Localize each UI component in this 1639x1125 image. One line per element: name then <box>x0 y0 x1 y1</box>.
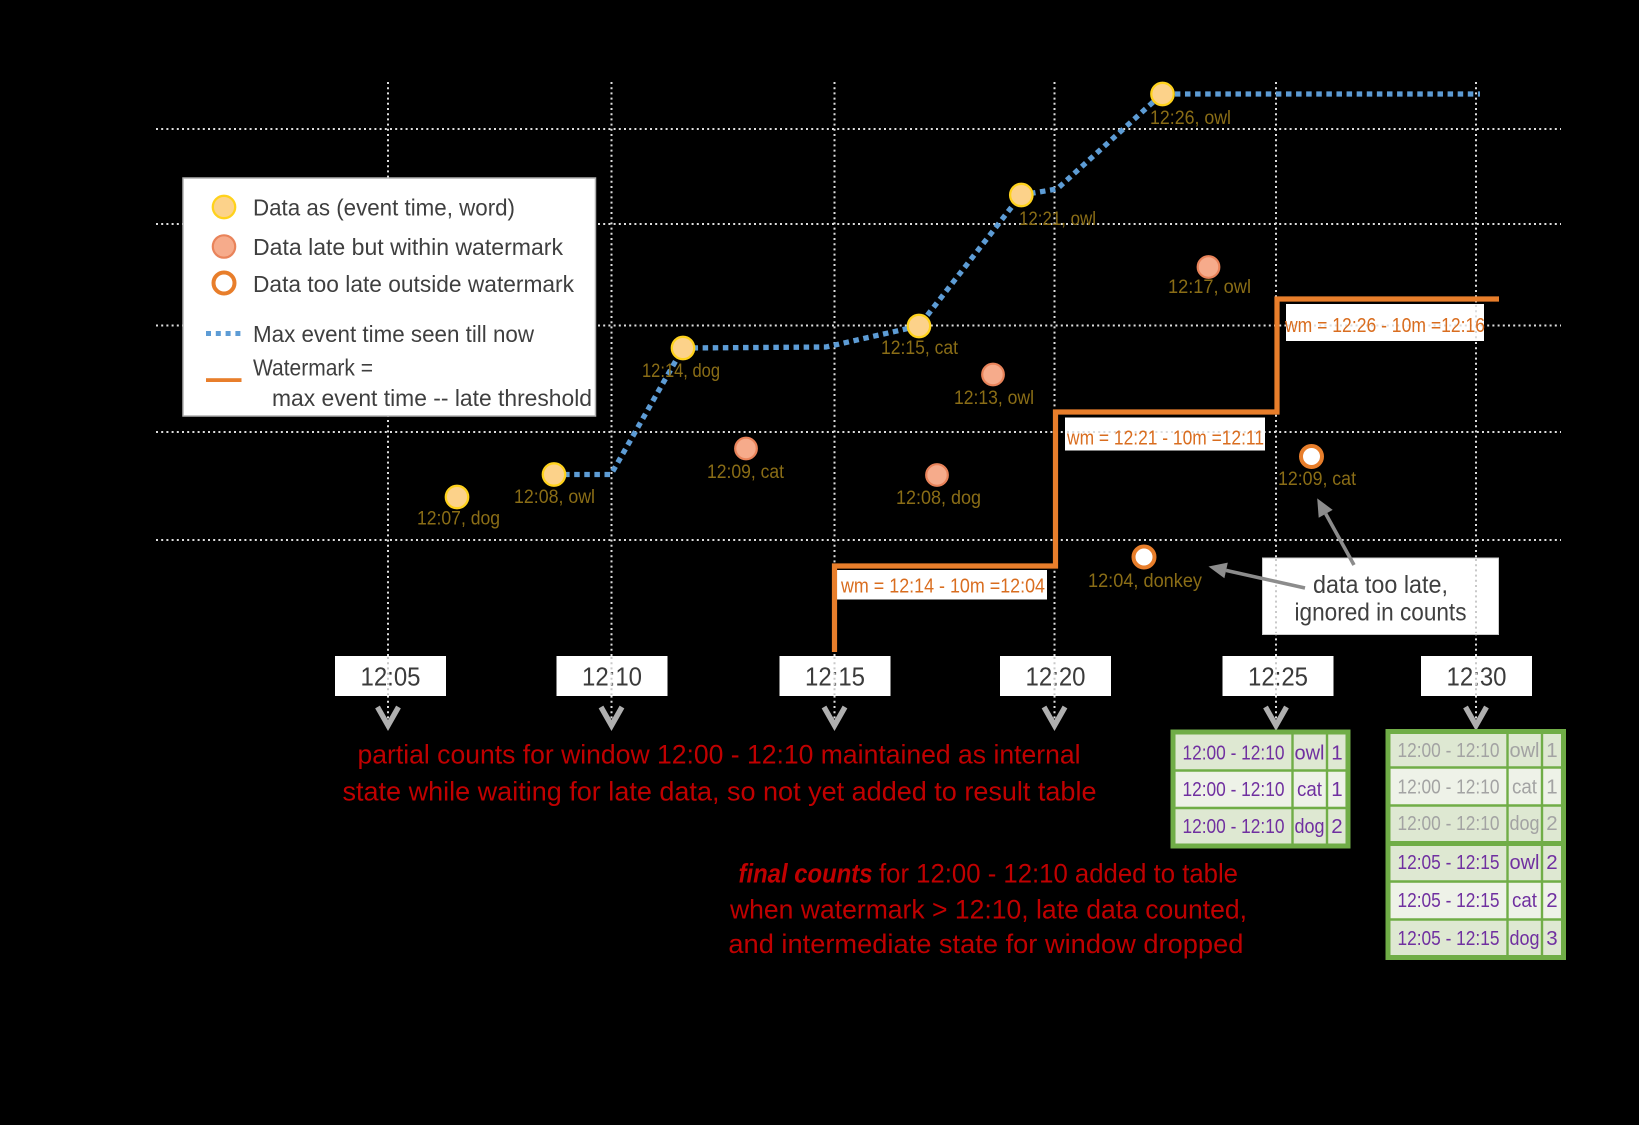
svg-text:final counts: final counts <box>739 859 873 889</box>
svg-text:owl: owl <box>1510 739 1540 762</box>
svg-text:dog: dog <box>1510 927 1540 950</box>
svg-text:and intermediate state for win: and intermediate state for window droppe… <box>728 929 1243 959</box>
svg-text:12:21, owl: 12:21, owl <box>1019 209 1096 230</box>
svg-text:12:09, cat: 12:09, cat <box>707 462 785 483</box>
svg-text:data too late,: data too late, <box>1313 571 1448 599</box>
svg-text:dog: dog <box>1510 812 1540 835</box>
svg-text:when watermark > 12:10, late d: when watermark > 12:10, late data counte… <box>729 895 1247 925</box>
svg-text:12:00 - 12:10: 12:00 - 12:10 <box>1398 739 1500 762</box>
svg-text:12:04, donkey: 12:04, donkey <box>1088 571 1202 592</box>
svg-text:12:00 - 12:10: 12:00 - 12:10 <box>1398 776 1500 799</box>
svg-text:cat: cat <box>1512 776 1537 799</box>
svg-text:1: 1 <box>1546 739 1557 762</box>
svg-text:Data too late outside watermar: Data too late outside watermark <box>253 271 574 297</box>
svg-text:Data as (event time, word): Data as (event time, word) <box>253 195 515 221</box>
svg-text:Max event time seen till now: Max event time seen till now <box>253 321 535 347</box>
svg-text:12:30: 12:30 <box>1447 662 1507 692</box>
svg-text:12:09, cat: 12:09, cat <box>1278 469 1357 490</box>
svg-text:max event time -- late thresho: max event time -- late threshold <box>272 385 592 411</box>
svg-text:12:14, dog: 12:14, dog <box>642 361 720 382</box>
svg-text:12:00 - 12:10: 12:00 - 12:10 <box>1398 812 1500 835</box>
svg-text:owl: owl <box>1295 742 1325 765</box>
svg-text:dog: dog <box>1295 815 1325 838</box>
svg-text:12:08, dog: 12:08, dog <box>896 488 981 509</box>
svg-text:2: 2 <box>1546 851 1557 874</box>
svg-text:cat: cat <box>1512 889 1537 912</box>
svg-text:1: 1 <box>1331 778 1342 801</box>
svg-text:2: 2 <box>1546 889 1557 912</box>
svg-text:state while waiting for late d: state while waiting for late data, so no… <box>343 777 1097 807</box>
svg-text:partial counts for window 12:0: partial counts for window 12:00 - 12:10 … <box>358 740 1081 770</box>
svg-text:2: 2 <box>1546 812 1557 835</box>
svg-text:12:17, owl: 12:17, owl <box>1168 277 1251 298</box>
svg-text:12:07, dog: 12:07, dog <box>417 508 500 529</box>
svg-text:2: 2 <box>1331 815 1342 838</box>
svg-text:owl: owl <box>1510 851 1540 874</box>
svg-text:12:05 - 12:15: 12:05 - 12:15 <box>1398 851 1500 874</box>
svg-text:12:08, owl: 12:08, owl <box>514 487 595 508</box>
svg-text:12:05: 12:05 <box>361 662 421 692</box>
svg-text:12:15: 12:15 <box>805 662 865 692</box>
svg-text:12:10: 12:10 <box>582 662 642 692</box>
svg-text:12:13, owl: 12:13, owl <box>954 388 1034 409</box>
svg-text:ignored in counts: ignored in counts <box>1295 599 1467 627</box>
svg-text:12:00 - 12:10: 12:00 - 12:10 <box>1183 815 1285 838</box>
svg-text:wm = 12:21 - 10m =12:11: wm = 12:21 - 10m =12:11 <box>1066 428 1264 450</box>
svg-text:wm = 12:26 - 10m =12:16: wm = 12:26 - 10m =12:16 <box>1284 315 1485 337</box>
svg-text:12:15, cat: 12:15, cat <box>881 338 959 359</box>
svg-text:cat: cat <box>1297 778 1322 801</box>
svg-text:3: 3 <box>1546 927 1557 950</box>
svg-text:wm = 12:14 - 10m =12:04: wm = 12:14 - 10m =12:04 <box>840 576 1045 598</box>
svg-text:for 12:00 - 12:10 added to tab: for 12:00 - 12:10 added to table <box>879 859 1238 889</box>
svg-text:12:26, owl: 12:26, owl <box>1150 108 1231 129</box>
svg-text:12:25: 12:25 <box>1248 662 1308 692</box>
svg-text:1: 1 <box>1331 742 1342 765</box>
svg-text:Data late but within watermark: Data late but within watermark <box>253 234 563 260</box>
svg-text:12:00 - 12:10: 12:00 - 12:10 <box>1183 778 1285 801</box>
svg-text:12:05 - 12:15: 12:05 - 12:15 <box>1398 927 1500 950</box>
svg-text:Watermark =: Watermark = <box>253 355 373 381</box>
svg-text:12:00 - 12:10: 12:00 - 12:10 <box>1183 742 1285 765</box>
svg-text:1: 1 <box>1546 776 1557 799</box>
svg-text:12:05 - 12:15: 12:05 - 12:15 <box>1398 889 1500 912</box>
svg-text:12:20: 12:20 <box>1026 662 1086 692</box>
